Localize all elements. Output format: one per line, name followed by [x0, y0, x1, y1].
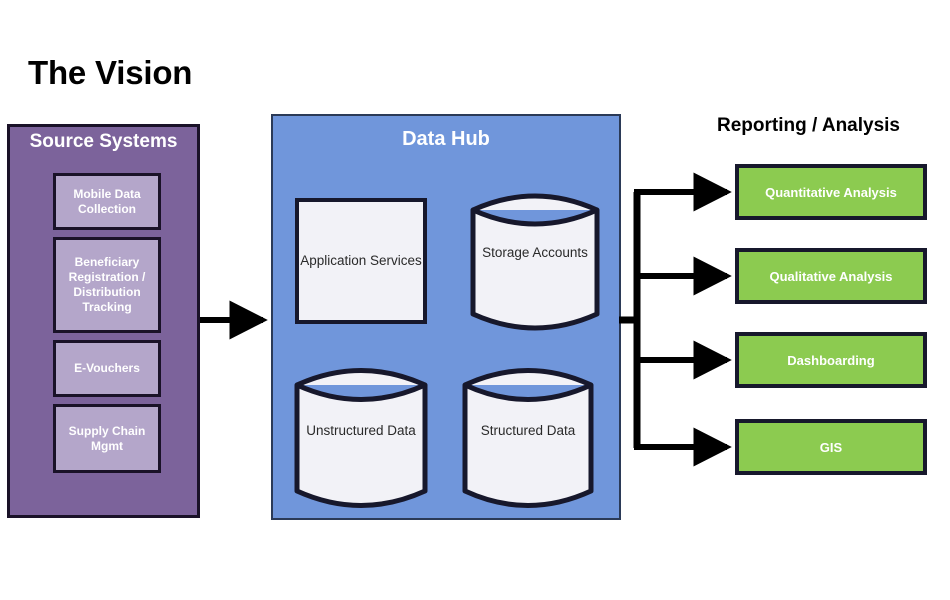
- connector-hub-to-trunk: [619, 192, 641, 448]
- hub-node-storage-accounts: Storage Accounts: [469, 193, 601, 331]
- reporting-item-dashboarding: Dashboarding: [735, 332, 927, 388]
- source-systems-heading: Source Systems: [29, 131, 178, 152]
- reporting-item-quantitative-analysis: Quantitative Analysis: [735, 164, 927, 220]
- reporting-item-gis: GIS: [735, 419, 927, 475]
- data-hub-panel: Data Hub Application Services Storage Ac…: [271, 114, 621, 520]
- data-hub-heading: Data Hub: [402, 128, 490, 150]
- hub-node-storage-accounts-label: Storage Accounts: [482, 245, 588, 260]
- source-item-mobile-data-collection: Mobile Data Collection: [53, 173, 161, 230]
- hub-node-structured-data-label: Structured Data: [480, 423, 576, 438]
- hub-node-application-services: Application Services: [295, 198, 427, 324]
- cylinder-icon: [470, 193, 600, 331]
- hub-node-structured-data: Structured Data: [461, 368, 595, 508]
- cylinder-icon: [462, 368, 594, 508]
- source-systems-panel: Source Systems Mobile Data Collection Be…: [7, 124, 200, 518]
- page-title: The Vision: [28, 54, 193, 91]
- hub-node-unstructured-data: Unstructured Data: [293, 368, 429, 508]
- cylinder-icon: [294, 368, 428, 508]
- reporting-item-qualitative-analysis: Qualitative Analysis: [735, 248, 927, 304]
- hub-node-unstructured-data-label: Unstructured Data: [306, 423, 416, 438]
- reporting-analysis-heading: Reporting / Analysis: [717, 115, 900, 136]
- source-item-e-vouchers: E-Vouchers: [53, 340, 161, 397]
- source-item-beneficiary-registration: Beneficiary Registration / Distribution …: [53, 237, 161, 333]
- source-item-supply-chain-mgmt: Supply Chain Mgmt: [53, 404, 161, 473]
